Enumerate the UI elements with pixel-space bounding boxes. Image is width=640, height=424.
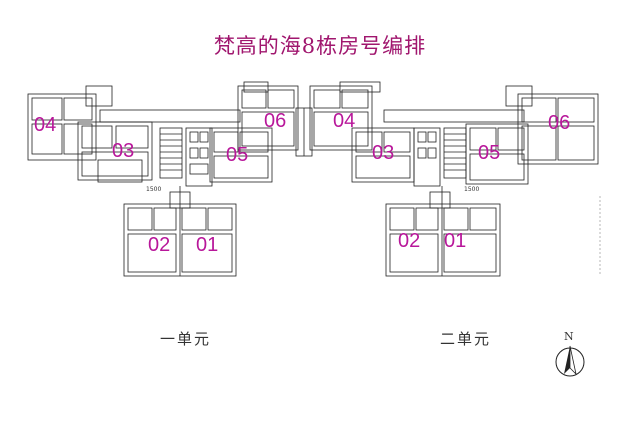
room-number-u2-04: 04 (333, 110, 356, 132)
unit-label-2: 二单元 (440, 330, 492, 348)
room-number-u2-03: 03 (372, 142, 395, 164)
dimension-label: 1500 (146, 186, 162, 193)
room-number-u1-03: 03 (112, 140, 135, 162)
north-letter: N (564, 330, 574, 343)
room-number-u1-05: 05 (226, 144, 249, 166)
room-number-u2-01: 01 (444, 230, 467, 252)
room-number-u2-02: 02 (398, 230, 421, 252)
room-number-u2-06: 06 (548, 112, 571, 134)
room-number-u1-02: 02 (148, 234, 171, 256)
unit-label-1: 一单元 (160, 330, 212, 348)
room-number-u1-01: 01 (196, 234, 219, 256)
room-number-u2-05: 05 (478, 142, 501, 164)
north-arrow-icon (555, 345, 585, 377)
room-number-u1-04: 04 (34, 114, 57, 136)
dimension-label: 1500 (464, 186, 480, 193)
room-number-u1-06: 06 (264, 110, 287, 132)
page-title: 梵高的海8栋房号编排 (213, 34, 427, 58)
